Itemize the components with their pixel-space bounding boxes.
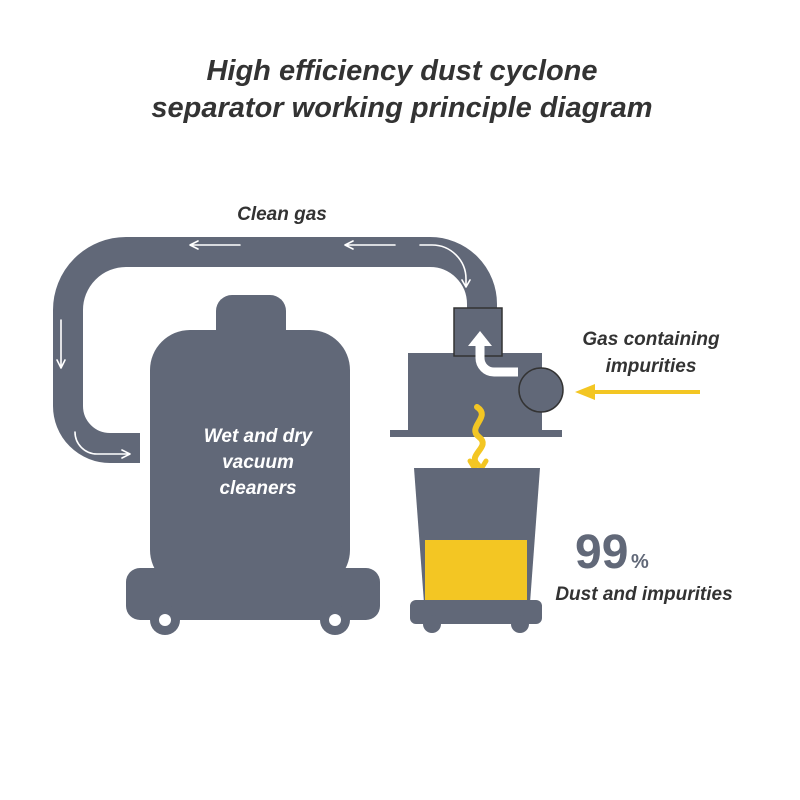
inlet-arrow-left-icon [575,384,700,400]
vacuum-label-line3: cleaners [219,478,296,499]
vacuum-label-line2: vacuum [222,452,294,473]
outlet-arrow-icon [475,344,518,377]
efficiency-value: 99 [575,526,628,579]
diagram-title-line1: High efficiency dust cyclone [206,55,597,87]
dust-label: Dust and impurities [555,584,732,605]
flow-arrow-icon [419,244,471,288]
vacuum-label-line1: Wet and dry [204,426,314,447]
gas-in-label-line2: impurities [606,356,697,377]
clean-gas-label: Clean gas [237,204,327,225]
flow-arrow-icon [74,431,131,459]
diagram-title-line2: separator working principle diagram [151,92,652,124]
clean-gas-pipe [53,237,497,463]
outlet-arrowhead-icon [468,331,492,346]
efficiency-unit: % [631,551,649,573]
cyclone-separator [390,307,564,437]
vacuum-cleaner [126,295,380,635]
dust-bucket [410,468,542,633]
flow-arrow-icon [56,319,66,369]
gas-in-label-line1: Gas containing [582,329,720,350]
inlet-pipe [518,367,564,413]
flow-arrow-icon [344,240,396,250]
flow-arrow-icon [189,240,241,250]
